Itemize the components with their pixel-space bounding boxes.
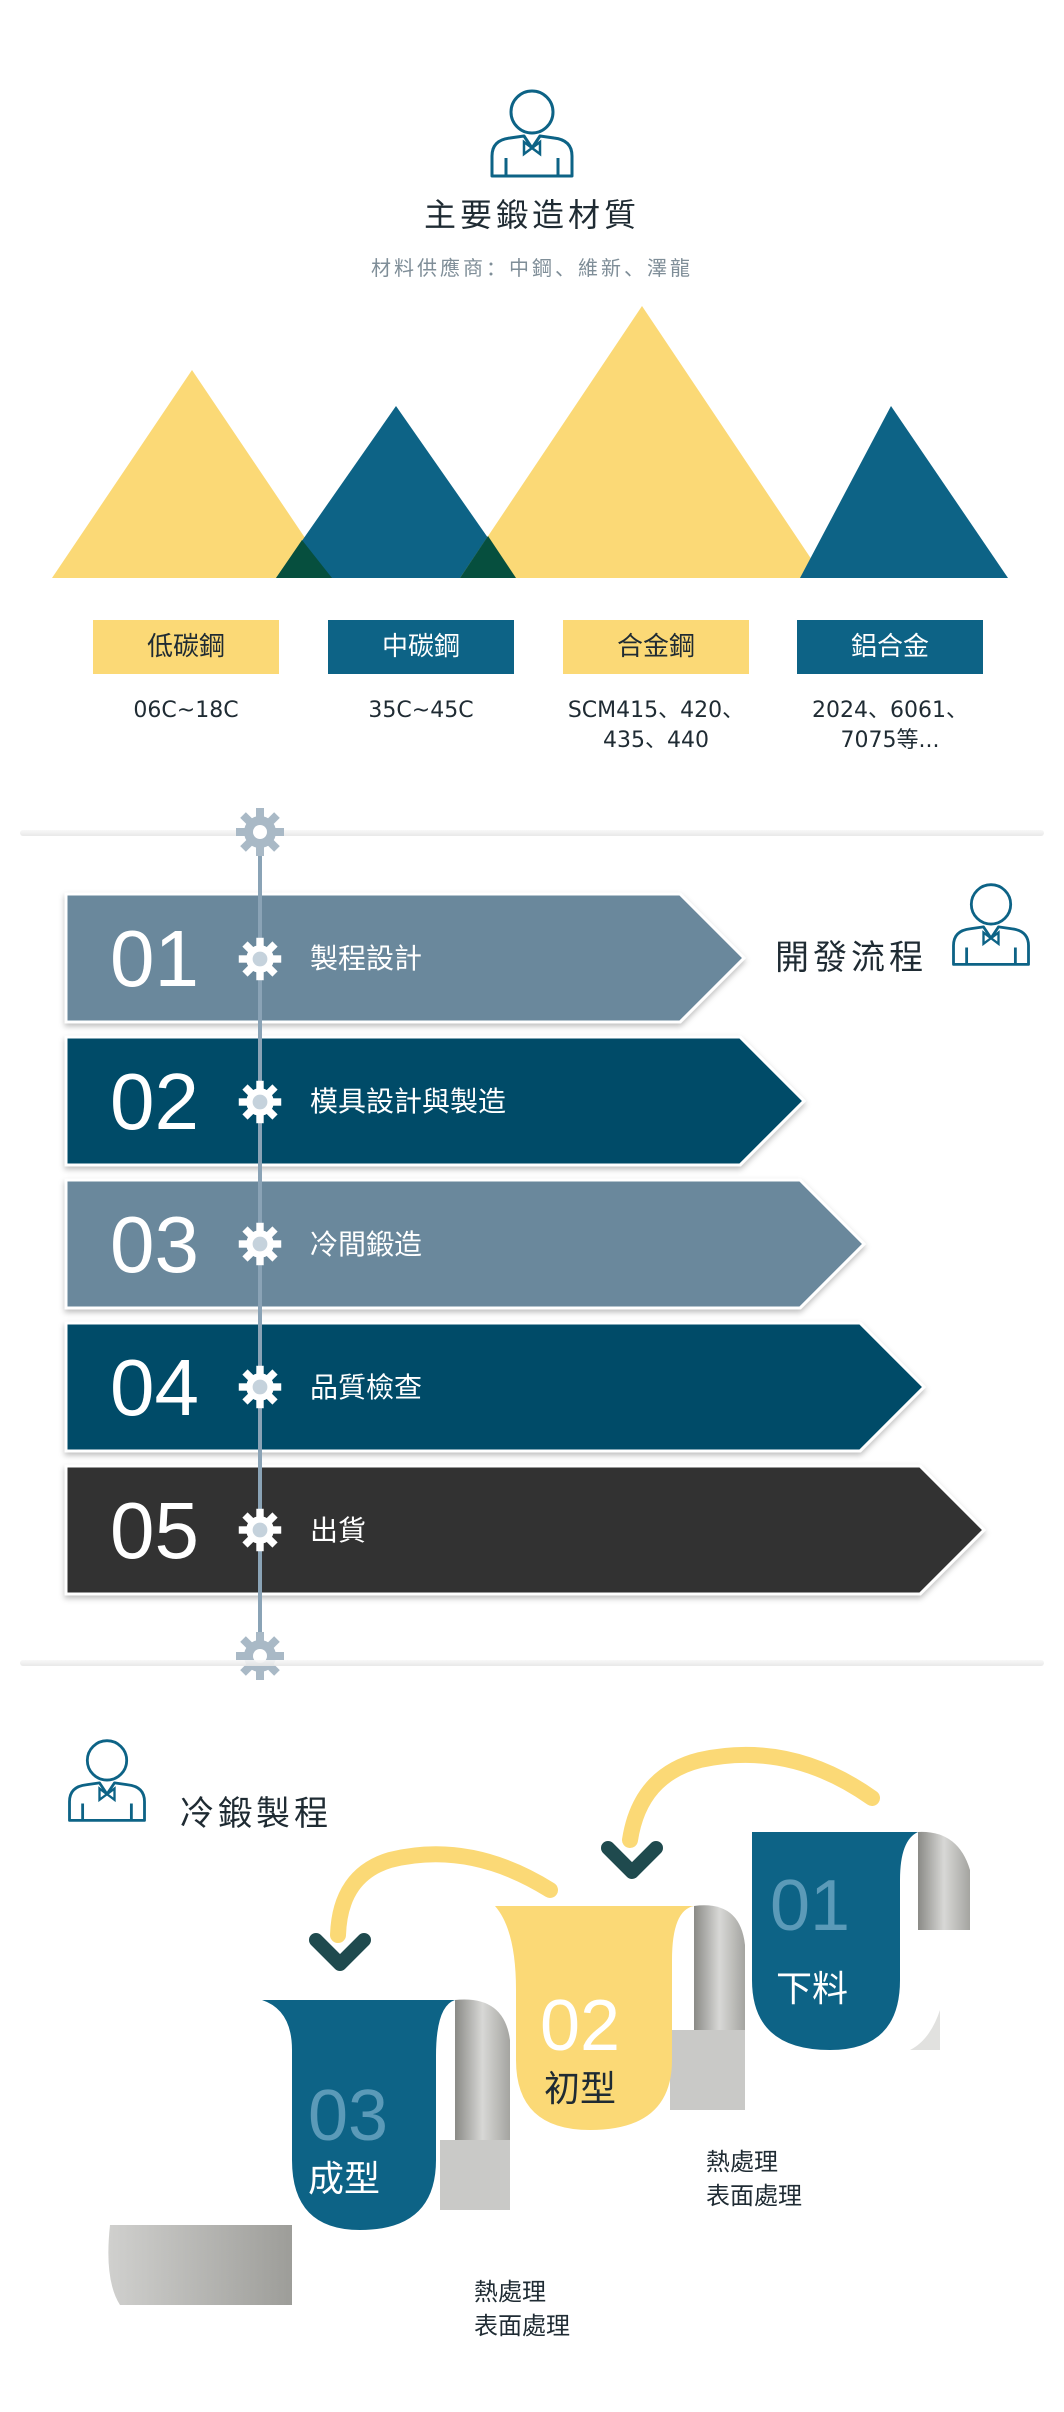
chevron-down-icon [601, 1841, 663, 1879]
step-gear-icon [238, 937, 282, 981]
material-range-low-carbon: 06C~18C [133, 698, 239, 723]
step-label: 製程設計 [310, 942, 423, 975]
ribbon-03-tail [108, 2225, 292, 2305]
material-label-low-carbon: 低碳鋼 [93, 620, 279, 674]
cold-step-number: 01 [770, 1866, 851, 1946]
process-arrows [64, 892, 987, 1596]
cold-note-line1: 熱處理 [706, 2148, 778, 2176]
material-range-alloy-line2: 435、440 [603, 728, 709, 753]
material-label-aluminum: 鋁合金 [797, 620, 983, 674]
mountain-alloy [460, 306, 824, 578]
person-icon [490, 89, 574, 178]
step-label: 模具設計與製造 [310, 1085, 507, 1118]
mountain-low-carbon [52, 370, 332, 578]
material-range-medium-carbon: 35C~45C [368, 698, 474, 723]
step-arrow-05 [64, 1464, 987, 1596]
mountain-medium-carbon [276, 406, 516, 578]
mountain-aluminum [800, 406, 1008, 578]
ribbon-03-back [455, 1999, 510, 2140]
ribbon-03-grey [440, 2140, 510, 2210]
cold-note: 熱處理 表面處理 [706, 2145, 802, 2213]
gear-icon [236, 808, 284, 856]
curved-arrow [622, 1746, 880, 1848]
ribbon-02-grey [670, 2030, 745, 2110]
ribbon-01-back [918, 1831, 970, 1930]
step-label: 冷間鍛造 [310, 1228, 423, 1261]
section-divider [20, 1660, 1044, 1666]
step-gear-icon [238, 1222, 282, 1266]
cold-note: 熱處理 表面處理 [474, 2275, 570, 2343]
overlap-1 [276, 540, 332, 578]
gear-icon [236, 1632, 284, 1680]
page-subtitle: 材料供應商：中鋼、維新、澤龍 [371, 256, 693, 280]
cold-step-label: 成型 [308, 2159, 381, 2200]
cold-note-line1: 熱處理 [474, 2278, 546, 2306]
ribbon-02-back [694, 1905, 745, 2030]
person-icon [68, 1739, 146, 1822]
ribbon-03 [262, 2000, 455, 2230]
step-label: 品質檢查 [310, 1371, 423, 1404]
step-number: 03 [110, 1200, 199, 1289]
section-divider [20, 830, 1044, 836]
person-icon [952, 883, 1030, 966]
material-label-alloy: 合金鋼 [563, 620, 749, 674]
material-range-alloy-line1: SCM415、420、 [567, 698, 745, 723]
cold-note-line2: 表面處理 [706, 2182, 802, 2210]
page-title: 主要鍛造材質 [423, 196, 640, 234]
overlap-2 [460, 536, 516, 578]
step-arrow-03 [64, 1178, 867, 1310]
step-arrow-02 [64, 1035, 807, 1167]
cold-step-number: 03 [308, 2076, 389, 2156]
ribbon-02 [495, 1906, 694, 2130]
cold-forging-title: 冷鍛製程 [180, 1794, 332, 1834]
material-range-aluminum-line1: 2024、6061、 [812, 698, 968, 723]
ribbon-01 [752, 1832, 918, 2050]
step-gear-icon [238, 1508, 282, 1552]
development-title: 開發流程 [775, 938, 927, 978]
materials-mountains [52, 306, 1008, 578]
step-number: 01 [110, 914, 199, 1003]
cold-step-label: 初型 [544, 2069, 617, 2110]
curved-arrow [330, 1846, 558, 1943]
cold-forging-graphic [108, 1746, 970, 2305]
step-gear-icon [238, 1080, 282, 1124]
cold-step-number: 02 [540, 1986, 621, 2066]
step-gear-icon [238, 1365, 282, 1409]
chevron-down-icon [309, 1933, 371, 1971]
cold-note-line2: 表面處理 [474, 2312, 570, 2340]
cold-step-label: 下料 [776, 1969, 849, 2010]
step-number: 05 [110, 1486, 199, 1575]
step-number: 04 [110, 1343, 199, 1432]
step-label: 出貨 [310, 1514, 367, 1547]
material-range-aluminum-line2: 7075等... [840, 728, 940, 753]
step-arrow-04 [64, 1321, 927, 1453]
ribbon-01-grey [740, 2010, 940, 2050]
material-label-medium-carbon: 中碳鋼 [328, 620, 514, 674]
material-range-alloy: SCM415、420、 435、440 [541, 696, 771, 756]
step-arrow-01 [64, 892, 747, 1024]
material-range-aluminum: 2024、6061、 7075等... [775, 696, 1005, 756]
step-number: 02 [110, 1057, 199, 1146]
